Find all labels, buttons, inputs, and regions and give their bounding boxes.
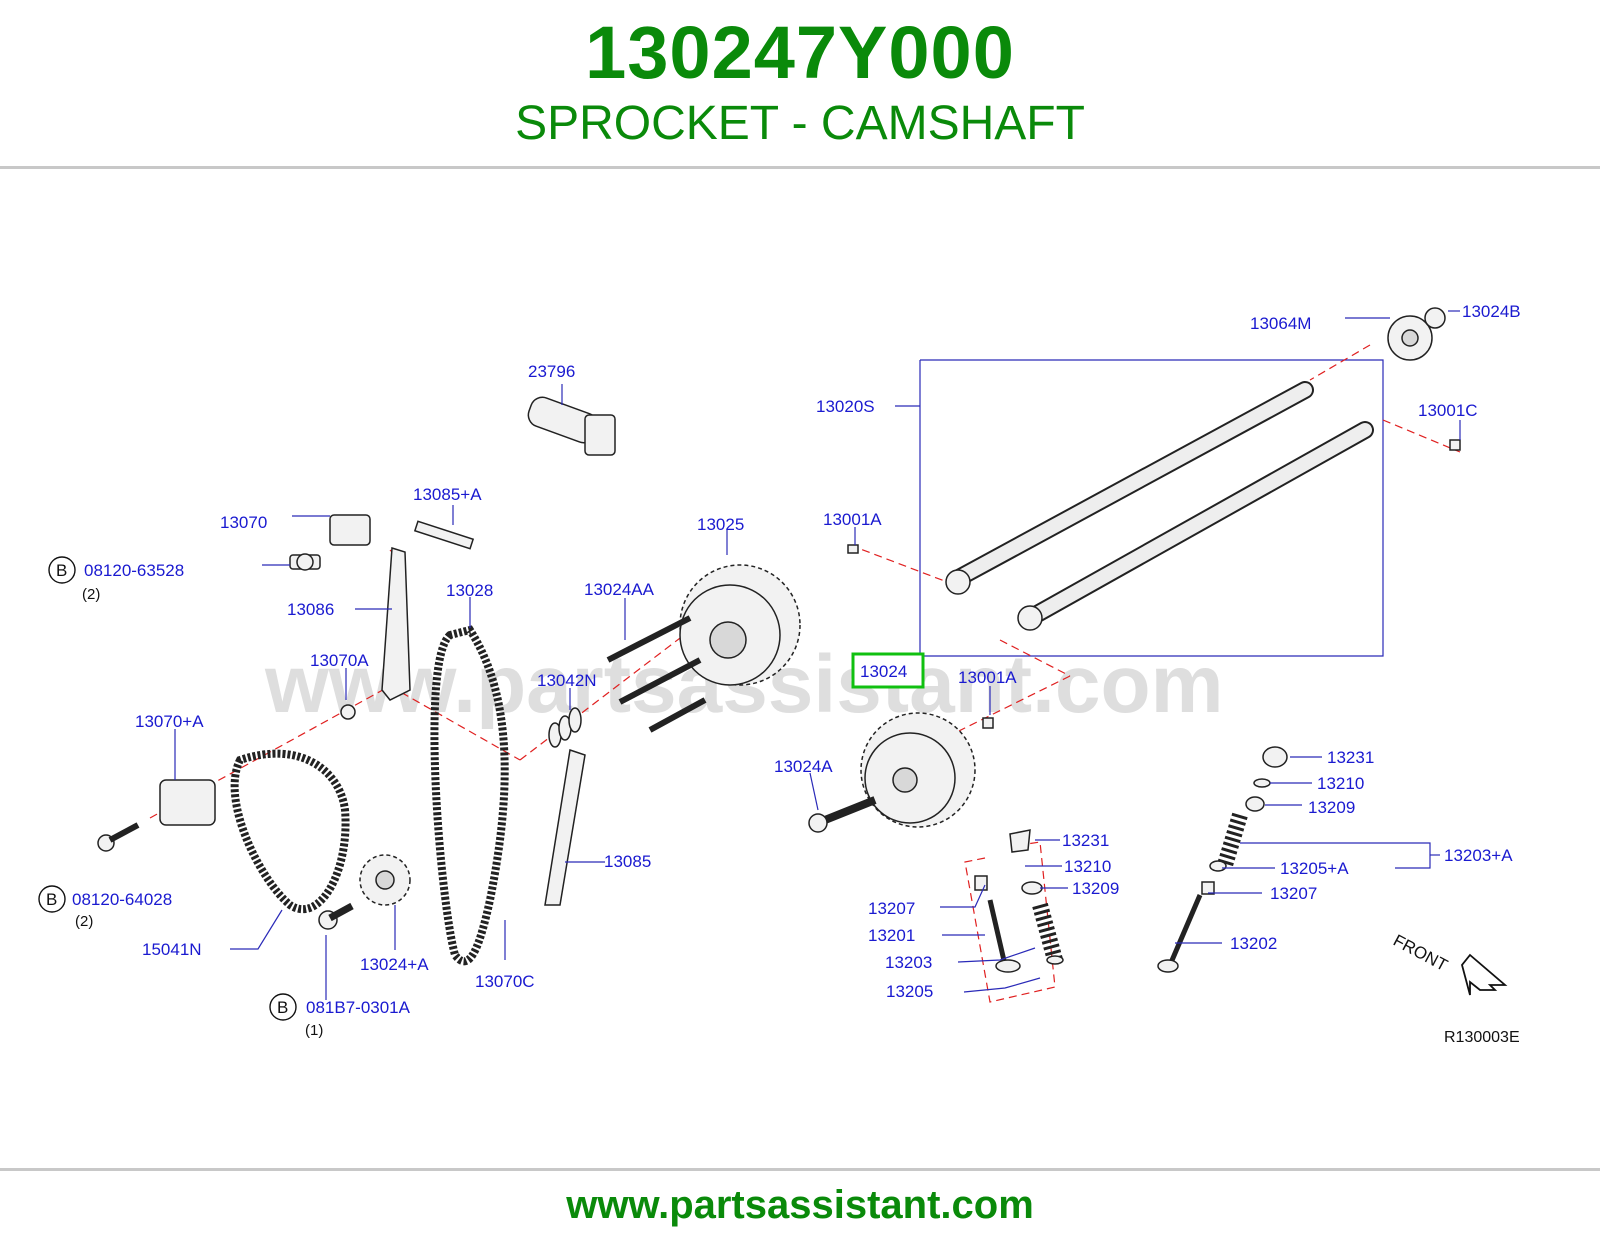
camshaft-upper (945, 381, 1314, 595)
part-label[interactable]: 13202 (1230, 934, 1277, 953)
sensor-23796 (527, 396, 616, 456)
part-label[interactable]: 13070+A (135, 712, 204, 731)
part-label[interactable]: 13209 (1308, 798, 1355, 817)
part-label[interactable]: 13210 (1317, 774, 1364, 793)
part-label[interactable]: 13028 (446, 581, 493, 600)
part-label[interactable]: 13070C (475, 972, 535, 991)
part-label[interactable]: 13020S (816, 397, 875, 416)
valve-train-right (1157, 746, 1288, 973)
secondary-chain-15041n (230, 749, 350, 914)
header-divider (0, 166, 1600, 169)
dowel-pin-13001c (1449, 439, 1461, 451)
svg-text:B: B (277, 998, 288, 1017)
part-label[interactable]: 13210 (1064, 857, 1111, 876)
part-label[interactable]: 13203+A (1444, 846, 1513, 865)
b-marker-2: B (38, 885, 66, 913)
camshaft-sprocket-13024 (860, 712, 976, 828)
part-number-title: 130247Y000 (585, 11, 1015, 94)
part-name-subtitle: SPROCKET - CAMSHAFT (515, 97, 1085, 150)
footer-divider (0, 1168, 1600, 1171)
part-label[interactable]: 13001C (1418, 401, 1478, 420)
tensioner-13070a (340, 704, 356, 720)
part-label[interactable]: 13086 (287, 600, 334, 619)
dowel-pin-13001a-mid (982, 717, 994, 729)
part-label[interactable]: 13205 (886, 982, 933, 1001)
part-labels: 13064M 13024B 23796 13020S 13001C 13085+… (72, 302, 1521, 1039)
reference-code: R130003E (1444, 1029, 1520, 1046)
camshaft-lower (1017, 421, 1374, 631)
part-label[interactable]: 13085+A (413, 485, 482, 504)
part-label[interactable]: 13231 (1062, 831, 1109, 850)
svg-text:B: B (56, 561, 67, 580)
b-marker-3: B (269, 993, 297, 1021)
o-rings-13042n (548, 707, 582, 748)
bolt-08120-63528 (296, 553, 314, 571)
bolt-13024a (808, 796, 877, 833)
part-label[interactable]: 13001A (958, 668, 1017, 687)
part-label-13024-highlight[interactable]: 13024 (860, 662, 907, 681)
chain-guide-13085 (544, 749, 586, 906)
bolt-081b7 (318, 902, 354, 930)
part-label[interactable]: 23796 (528, 362, 575, 381)
part-label[interactable]: 13203 (885, 953, 932, 972)
part-label[interactable]: 13207 (1270, 884, 1317, 903)
valve-train-center (974, 829, 1064, 973)
crank-sprocket-13024plusa (359, 854, 411, 906)
svg-text:B: B (46, 890, 57, 909)
part-label[interactable]: 13064M (1250, 314, 1311, 333)
part-label[interactable]: 13201 (868, 926, 915, 945)
quantity-label: (2) (82, 586, 100, 603)
footer-url-link[interactable]: www.partsassistant.com (566, 1183, 1034, 1227)
part-label[interactable]: 13085 (604, 852, 651, 871)
part-label[interactable]: 13024A (774, 757, 833, 776)
timing-chain-13028 (430, 625, 509, 966)
part-label[interactable]: 13025 (697, 515, 744, 534)
part-label[interactable]: 13070 (220, 513, 267, 532)
part-label[interactable]: 13024AA (584, 580, 655, 599)
quantity-label: (2) (75, 913, 93, 930)
b-marker-1: B (48, 556, 76, 584)
guide-13085a-top (413, 520, 475, 550)
part-label[interactable]: 081B7-0301A (306, 998, 411, 1017)
part-label[interactable]: 13205+A (1280, 859, 1349, 878)
part-label[interactable]: 15041N (142, 940, 202, 959)
chain-guide-13086 (381, 547, 411, 701)
part-label[interactable]: 13070A (310, 651, 369, 670)
front-arrow-icon (1461, 953, 1508, 996)
part-label[interactable]: 13209 (1072, 879, 1119, 898)
quantity-label: (1) (305, 1022, 323, 1039)
camshaft-sprocket-top (1387, 307, 1446, 361)
camshaft-group-bracket (920, 359, 1384, 657)
dowel-pin-13001a-top (847, 544, 859, 554)
parts-diagram: www.partsassistant.com (38, 302, 1521, 1046)
part-label[interactable]: 13231 (1327, 748, 1374, 767)
highlight-box (851, 652, 925, 689)
part-label[interactable]: 13024+A (360, 955, 429, 974)
front-label: FRONT (1390, 931, 1451, 975)
bolts-13024aa (606, 615, 707, 733)
part-label[interactable]: 13024B (1462, 302, 1521, 321)
part-label[interactable]: 08120-64028 (72, 890, 172, 909)
part-label[interactable]: 08120-63528 (84, 561, 184, 580)
tensioner-13070plusa (159, 779, 216, 826)
bolt-08120-64028 (97, 822, 140, 852)
exhaust-sprocket-13025 (679, 564, 801, 686)
page-header: 130247Y000 SPROCKET - CAMSHAFT (0, 0, 1600, 168)
part-label[interactable]: 13001A (823, 510, 882, 529)
part-label[interactable]: 13207 (868, 899, 915, 918)
leader-lines (174, 310, 1461, 1000)
part-label[interactable]: 13042N (537, 671, 597, 690)
